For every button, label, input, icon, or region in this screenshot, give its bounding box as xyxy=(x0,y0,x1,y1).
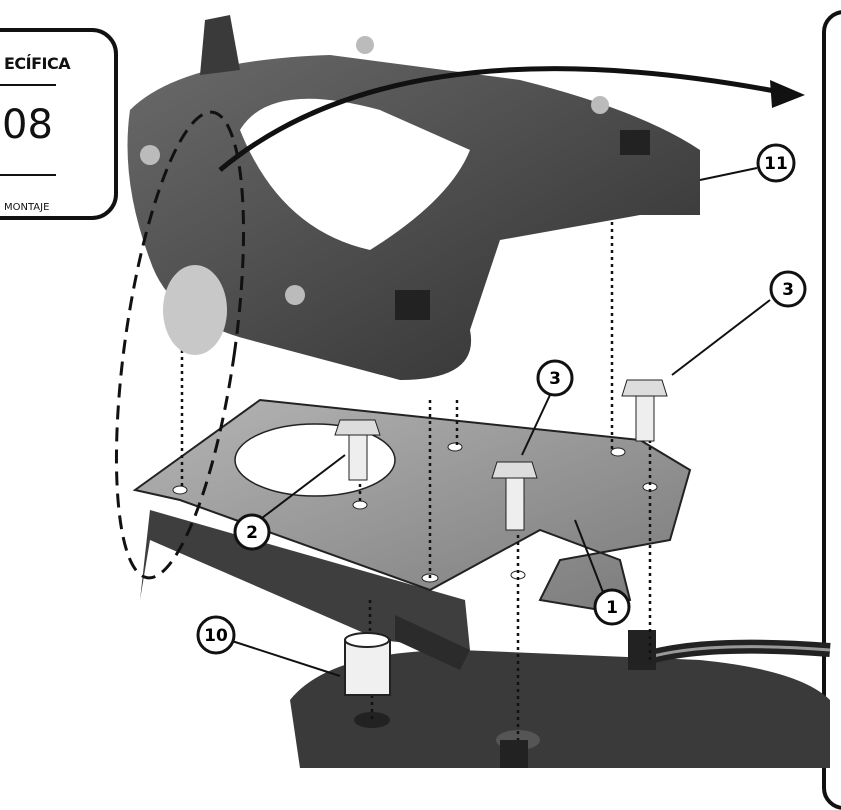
divider xyxy=(0,174,56,176)
bolt xyxy=(491,461,538,531)
alignment-lines xyxy=(180,215,652,740)
callout-10 xyxy=(196,615,236,655)
callout-3-right-label: 3 xyxy=(782,280,794,300)
callout-1-label: 1 xyxy=(606,598,618,618)
highlight-ellipse xyxy=(114,110,246,580)
callout-2 xyxy=(233,513,271,551)
info-box: ECÍFICA 08 MONTAJE xyxy=(0,28,118,220)
assembly-diagram: 11 3 3 2 1 10 xyxy=(114,15,831,768)
detail-arrow xyxy=(218,66,781,172)
callout-10-label: 10 xyxy=(204,626,228,646)
info-box-title: ECÍFICA xyxy=(4,54,71,73)
motorcycle-tail xyxy=(290,630,831,768)
spacer xyxy=(344,632,391,696)
divider xyxy=(0,84,56,86)
callout-3-center-label: 3 xyxy=(549,369,561,389)
callout-2-label: 2 xyxy=(246,523,258,543)
arrow-head-icon xyxy=(770,80,805,108)
callout-3-center xyxy=(536,359,574,397)
info-box-footer: MONTAJE xyxy=(4,202,50,213)
mounting-plate xyxy=(132,398,692,670)
info-box-code: 08 xyxy=(2,102,53,148)
callout-3-right xyxy=(769,270,807,308)
callout-11 xyxy=(756,143,796,183)
callout-11-label: 11 xyxy=(764,154,788,174)
bolt xyxy=(621,379,668,442)
callout-1 xyxy=(593,588,631,626)
bolt xyxy=(334,419,381,481)
